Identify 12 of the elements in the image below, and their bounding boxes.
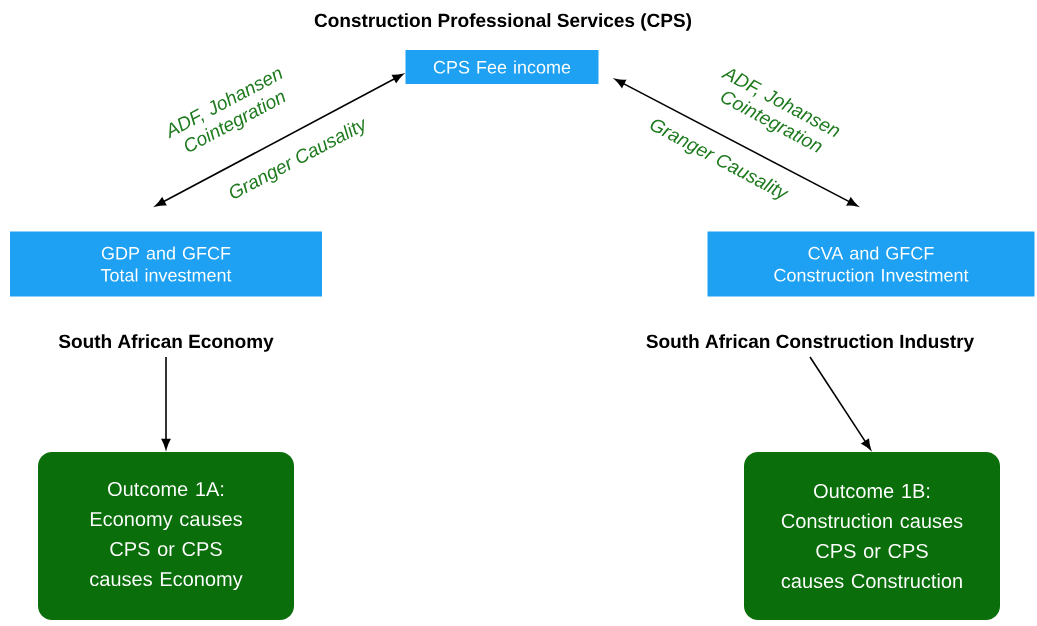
outcome-box: Outcome 1B: Construction causes CPS or CPS causes Construction <box>744 452 1000 620</box>
heading: South African Economy <box>58 334 274 352</box>
label-box: CVA and GFCF Construction Investment <box>707 231 1035 297</box>
label-box: GDP and GFCF Total investment <box>10 231 322 297</box>
heading: Construction Professional Services (CPS) <box>314 13 691 31</box>
arrow <box>155 73 404 207</box>
arrow <box>161 356 171 450</box>
heading: South African Construction Industry <box>646 334 975 352</box>
outcome-box: Outcome 1A: Economy causes CPS or CPS causes Economy <box>38 452 294 620</box>
arrow <box>614 78 858 207</box>
label-box: CPS Fee income <box>405 50 599 84</box>
arrow <box>809 356 872 450</box>
